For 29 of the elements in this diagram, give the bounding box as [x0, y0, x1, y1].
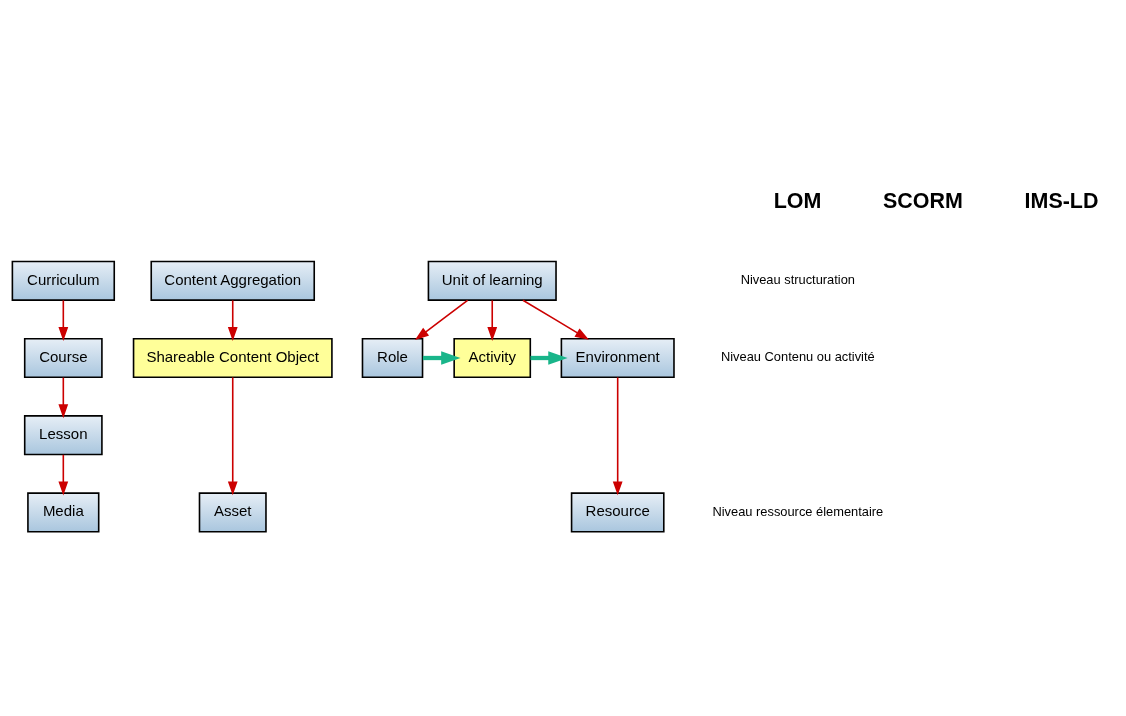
arrow [487, 299, 498, 342]
label: Niveau ressource élementaire [712, 503, 884, 519]
node-box: Activity [453, 337, 532, 379]
label: Niveau structuration [740, 272, 856, 288]
arrow [612, 376, 623, 496]
node-box: Media [27, 492, 100, 533]
arrow [227, 376, 238, 496]
node-box: Lesson [23, 415, 103, 456]
node-box: Curriculum [11, 260, 116, 301]
arrow [422, 351, 461, 365]
node-box: Role [361, 337, 424, 379]
node-box: Content Aggregation [150, 260, 316, 301]
label: LOM [773, 188, 822, 213]
label: Niveau Contenu ou activité [720, 349, 875, 365]
arrow [58, 299, 69, 342]
arrow [522, 299, 589, 340]
node-box: Environment [560, 337, 675, 379]
node-box: Asset [198, 492, 267, 533]
arrow [58, 454, 69, 496]
node-box: Course [23, 337, 103, 379]
node-box: Unit of learning [427, 260, 557, 301]
node-box: Shareable Content Object [132, 337, 333, 379]
arrow [58, 376, 69, 419]
arrow [530, 351, 568, 365]
arrow [227, 299, 238, 342]
label: SCORM [883, 188, 963, 213]
arrow [414, 299, 469, 341]
node-box: Resource [570, 492, 665, 533]
label: IMS-LD [1024, 188, 1099, 213]
